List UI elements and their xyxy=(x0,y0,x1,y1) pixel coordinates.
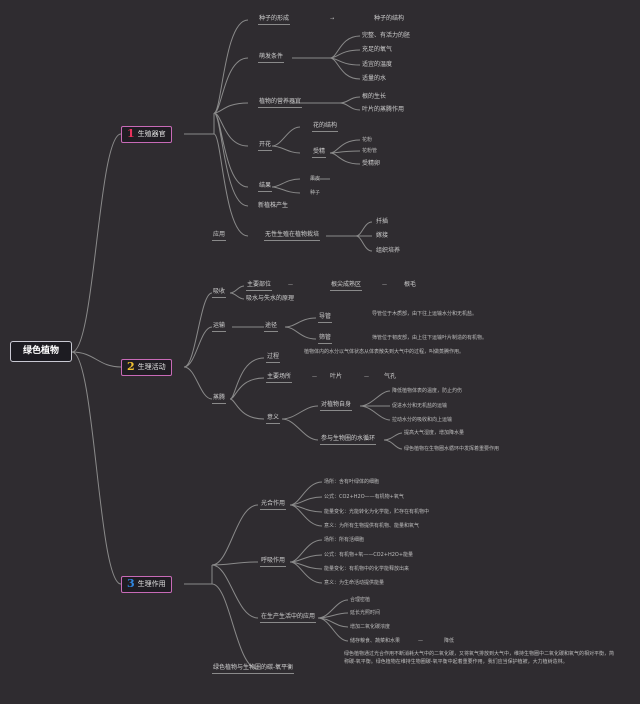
node-water-cycle-effect: 绿色植物在生物圈水循环中发挥着重要作用 xyxy=(404,446,500,452)
node-respiration-detail: 能量变化：有机物中的化学能释放出来 xyxy=(324,566,410,572)
arrow-icon: — xyxy=(418,638,423,644)
branch-label: 生殖器官 xyxy=(137,130,166,138)
node-respiration-detail: 意义：为生命活动提供能量 xyxy=(324,580,385,586)
node-vessel-text: 导管位于木质部，由下往上运输水分和无机盐。 xyxy=(372,311,478,317)
node-asexual-reproduction[interactable]: 无性生殖在植物栽培 xyxy=(264,231,321,241)
node-flowering[interactable]: 开花 xyxy=(258,141,273,151)
node-significance[interactable]: 意义 xyxy=(266,414,281,424)
node-fertilization-child[interactable]: 受精卵 xyxy=(362,160,381,167)
node-root-hair[interactable]: 根毛 xyxy=(404,281,417,288)
node-application-detail: 合理密植 xyxy=(350,597,371,603)
node-seed-formation[interactable]: 种子的形成 xyxy=(258,15,291,25)
node-respiration-detail: 场所：所有活细胞 xyxy=(324,537,365,543)
node-water-cycle-effect: 提高大气湿度，增加降水量 xyxy=(404,430,465,436)
arrow-icon: → xyxy=(330,16,335,22)
arrow-icon: — xyxy=(382,282,387,288)
node-fertilization-child[interactable]: 花粉 xyxy=(362,137,373,143)
node-vegetative-child[interactable]: 根的生长 xyxy=(362,93,387,100)
node-main-place[interactable]: 主要场所 xyxy=(266,373,293,383)
node-reduce: 降低 xyxy=(444,638,455,644)
node-plant-effect: 促进水分和无机盐的运输 xyxy=(392,403,448,409)
node-main-site[interactable]: 主要部位 xyxy=(246,281,273,291)
node-fruit-child[interactable]: 果皮 xyxy=(310,176,321,182)
node-vessel[interactable]: 导管 xyxy=(318,313,333,323)
node-fertilization[interactable]: 受精 xyxy=(312,148,327,158)
node-root-zone[interactable]: 根尖成熟区 xyxy=(330,281,363,291)
branch-number: 2 xyxy=(127,360,135,373)
node-seed-structure[interactable]: 种子的结构 xyxy=(374,15,405,22)
node-respiration[interactable]: 呼吸作用 xyxy=(260,557,287,567)
node-vegetative-child[interactable]: 叶片的蒸腾作用 xyxy=(362,106,405,113)
arrow-icon: — xyxy=(364,374,369,380)
branch-number: 3 xyxy=(127,577,135,590)
node-condition[interactable]: 充足的氧气 xyxy=(362,46,393,53)
node-photosynthesis-detail: 场所：含有叶绿体的细胞 xyxy=(324,479,380,485)
node-carbon-oxygen-balance[interactable]: 绿色植物与生物圈的碳-氧平衡 xyxy=(212,664,295,674)
node-stoma[interactable]: 气孔 xyxy=(384,373,397,380)
branch-label: 生理作用 xyxy=(137,580,166,588)
node-sieve-tube[interactable]: 筛管 xyxy=(318,334,333,344)
arrow-icon: — xyxy=(312,374,317,380)
node-sieve-tube-text: 筛管位于韧皮部，由上往下运输叶片制造的有机物。 xyxy=(372,335,488,341)
node-plant-effect: 拉动水分的吸收和向上运输 xyxy=(392,417,453,423)
node-asexual-method[interactable]: 嫁接 xyxy=(376,232,389,239)
node-photosynthesis-detail: 能量变化：光能转化为化学能，贮存在有机物中 xyxy=(324,509,430,515)
node-fertilization-child[interactable]: 花粉管 xyxy=(362,148,378,154)
node-respiration-detail: 公式：有机物+氧——CO2+H2O+能量 xyxy=(324,552,414,558)
node-process-text: 植物体内的水分以气体状态从体表散失到大气中的过程，叫做蒸腾作用。 xyxy=(304,349,465,355)
node-water-principle[interactable]: 吸水与失水的原理 xyxy=(246,295,295,302)
node-photosynthesis-detail: 公式：CO2+H2O——有机物+氧气 xyxy=(324,494,404,500)
node-pathway[interactable]: 途径 xyxy=(264,322,279,332)
node-leaf[interactable]: 叶片 xyxy=(330,373,343,380)
node-transpiration[interactable]: 蒸腾 xyxy=(212,394,227,404)
root-node[interactable]: 绿色植物 xyxy=(10,341,72,362)
node-for-plant-itself[interactable]: 对植物自身 xyxy=(320,401,353,411)
node-application-detail: 延长光照时间 xyxy=(350,610,381,616)
node-application-in-life[interactable]: 在生产生活中的应用 xyxy=(260,613,317,623)
node-fruiting[interactable]: 结果 xyxy=(258,182,273,192)
node-application-detail: 储存粮食、蔬菜和水果 xyxy=(350,638,401,644)
node-fruit-child[interactable]: 种子 xyxy=(310,190,321,196)
node-photosynthesis[interactable]: 光合作用 xyxy=(260,500,287,510)
node-flower-structure[interactable]: 花的结构 xyxy=(312,122,339,132)
node-condition[interactable]: 完整、有活力的胚 xyxy=(362,32,411,39)
node-asexual-method[interactable]: 扦插 xyxy=(376,218,389,225)
arrow-icon: — xyxy=(288,282,293,288)
node-germination-conditions[interactable]: 萌发条件 xyxy=(258,53,285,63)
node-condition[interactable]: 适宜的温度 xyxy=(362,61,393,68)
node-water-cycle[interactable]: 参与生物圈的水循环 xyxy=(320,435,377,445)
node-carbon-oxygen-text: 绿色植物通过光合作用不断消耗大气中的二氧化碳，又将氧气排放到大气中，维持生物圈中… xyxy=(344,651,615,665)
node-application-detail: 增加二氧化碳浓度 xyxy=(350,624,391,630)
node-new-plant[interactable]: 新植株产生 xyxy=(258,202,289,209)
node-asexual-method[interactable]: 组织培养 xyxy=(376,247,401,254)
node-transport[interactable]: 运输 xyxy=(212,322,227,332)
branch-number: 1 xyxy=(127,127,135,140)
node-condition[interactable]: 适量的水 xyxy=(362,75,387,82)
node-photosynthesis-detail: 意义：为所有生物提供有机物、能量和氧气 xyxy=(324,523,420,529)
node-plant-effect: 降低植物体表的温度，防止灼伤 xyxy=(392,388,463,394)
node-application[interactable]: 应用 xyxy=(212,231,227,241)
node-process[interactable]: 过程 xyxy=(266,353,281,363)
node-vegetative-organs[interactable]: 植物的营养器官 xyxy=(258,98,303,108)
node-absorption[interactable]: 吸收 xyxy=(212,288,227,298)
branch-label: 生理活动 xyxy=(137,363,166,371)
